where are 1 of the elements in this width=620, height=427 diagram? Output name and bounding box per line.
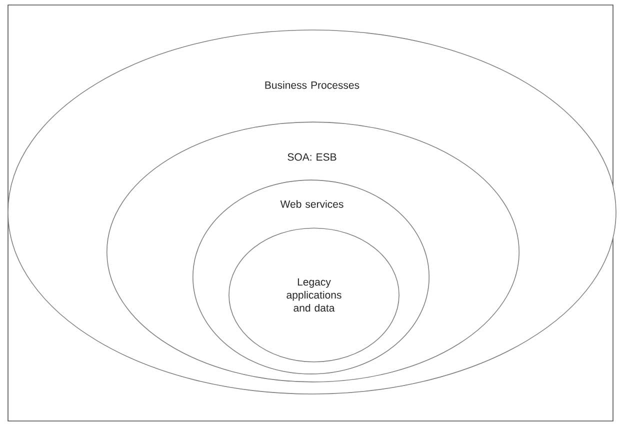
node-label: Business Processes	[265, 81, 360, 89]
